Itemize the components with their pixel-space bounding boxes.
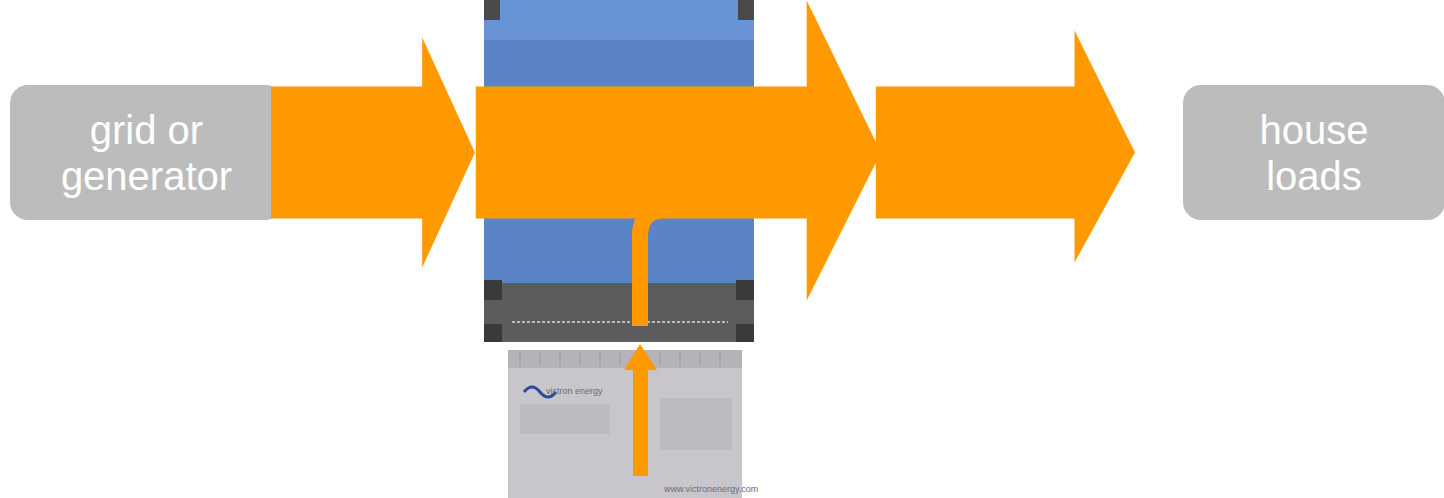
terminal-box: grid or generator — [10, 85, 283, 220]
inverter-top — [484, 0, 754, 40]
inverter-current-path — [640, 210, 700, 326]
inverter-corner — [736, 324, 754, 342]
arrow-segment — [271, 38, 475, 268]
inverter-corner — [484, 324, 502, 342]
terminal-row — [512, 321, 728, 323]
inverter-corner — [738, 0, 754, 20]
battery-arrow-head — [624, 344, 657, 370]
battery-info — [520, 404, 610, 434]
battery-label: www.victronenergy.com — [664, 484, 758, 494]
node-text: house loads — [1228, 107, 1400, 199]
terminal-box: house loads — [1183, 85, 1444, 220]
power-flow-arrow — [271, 1, 1135, 301]
battery-body — [508, 350, 742, 498]
battery-ribs — [520, 352, 720, 366]
inverter-base — [484, 283, 754, 342]
node-text: grid or generator — [40, 107, 253, 199]
battery-info — [660, 398, 732, 450]
battery-arrow-shaft — [633, 368, 648, 476]
inverter-corner — [736, 280, 754, 300]
arrow-segment — [476, 1, 881, 301]
inverter-body — [484, 0, 754, 292]
inverter-current-path — [640, 210, 700, 324]
battery-label: victron energy — [546, 386, 603, 396]
inverter-corner — [484, 0, 500, 20]
inverter-corner — [484, 280, 502, 300]
battery-lid — [508, 350, 742, 368]
arrow-segment — [876, 31, 1135, 263]
